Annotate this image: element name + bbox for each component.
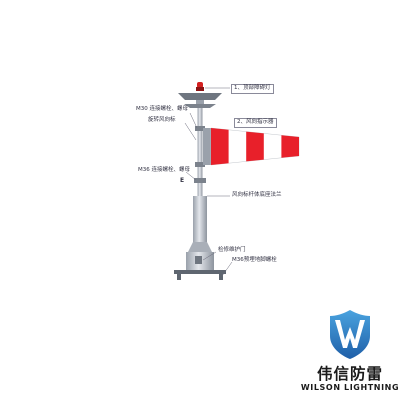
anchor-bolt-right: [219, 274, 223, 280]
obstruction-light: [197, 82, 203, 88]
top-cap-upper: [178, 93, 222, 100]
callout-windsock: 2、风向指示器: [234, 118, 277, 128]
sock-ring-frame: [203, 128, 211, 165]
lower-collar: [195, 162, 205, 167]
base-flange: [174, 270, 226, 274]
callout-rotating-ring: 旋转风向标: [148, 117, 176, 123]
callout-anchor-bolt: M36预埋地脚螺栓: [232, 257, 277, 263]
callout-m30-nut: M30 连接螺栓、螺母: [136, 106, 188, 112]
callout-top-light: 1、顶部障碍灯: [231, 84, 274, 94]
upper-collar: [195, 126, 205, 131]
logo-letter-w-icon: [335, 320, 365, 348]
top-light-assembly: [178, 82, 222, 108]
leader-rotating-ring: [184, 122, 197, 141]
upper-mast: [197, 108, 203, 178]
callout-access-door: 检修维护门: [218, 247, 246, 253]
main-pole-upper: [193, 196, 207, 242]
leader-access-door: [202, 251, 217, 261]
top-cap-neck: [196, 100, 204, 104]
access-door: [195, 256, 202, 264]
middle-mast: [197, 178, 203, 196]
brand-name-en: WILSON LIGHTNING: [300, 383, 400, 392]
leader-m30: [189, 112, 198, 129]
light-base: [196, 87, 204, 91]
sock-band-3: [246, 131, 264, 162]
callout-marker-e: E: [180, 177, 185, 184]
m36-flange: [194, 178, 206, 183]
brand-name-cn: 伟信防雷: [316, 365, 383, 383]
sock-band-5: [281, 135, 299, 158]
sock-band-1: [211, 128, 229, 165]
anchor-bolt-left: [177, 274, 181, 280]
pole-taper: [188, 242, 212, 252]
windsock: [210, 127, 300, 166]
brand-logo: [330, 310, 370, 359]
callout-pole-note: 风向标杆体底座法兰: [232, 192, 282, 198]
leader-m36: [185, 171, 197, 181]
callout-m36-nut: M36 连接螺栓、螺母: [138, 167, 190, 173]
top-cap-lower: [184, 104, 216, 108]
leader-anchor: [221, 261, 233, 277]
